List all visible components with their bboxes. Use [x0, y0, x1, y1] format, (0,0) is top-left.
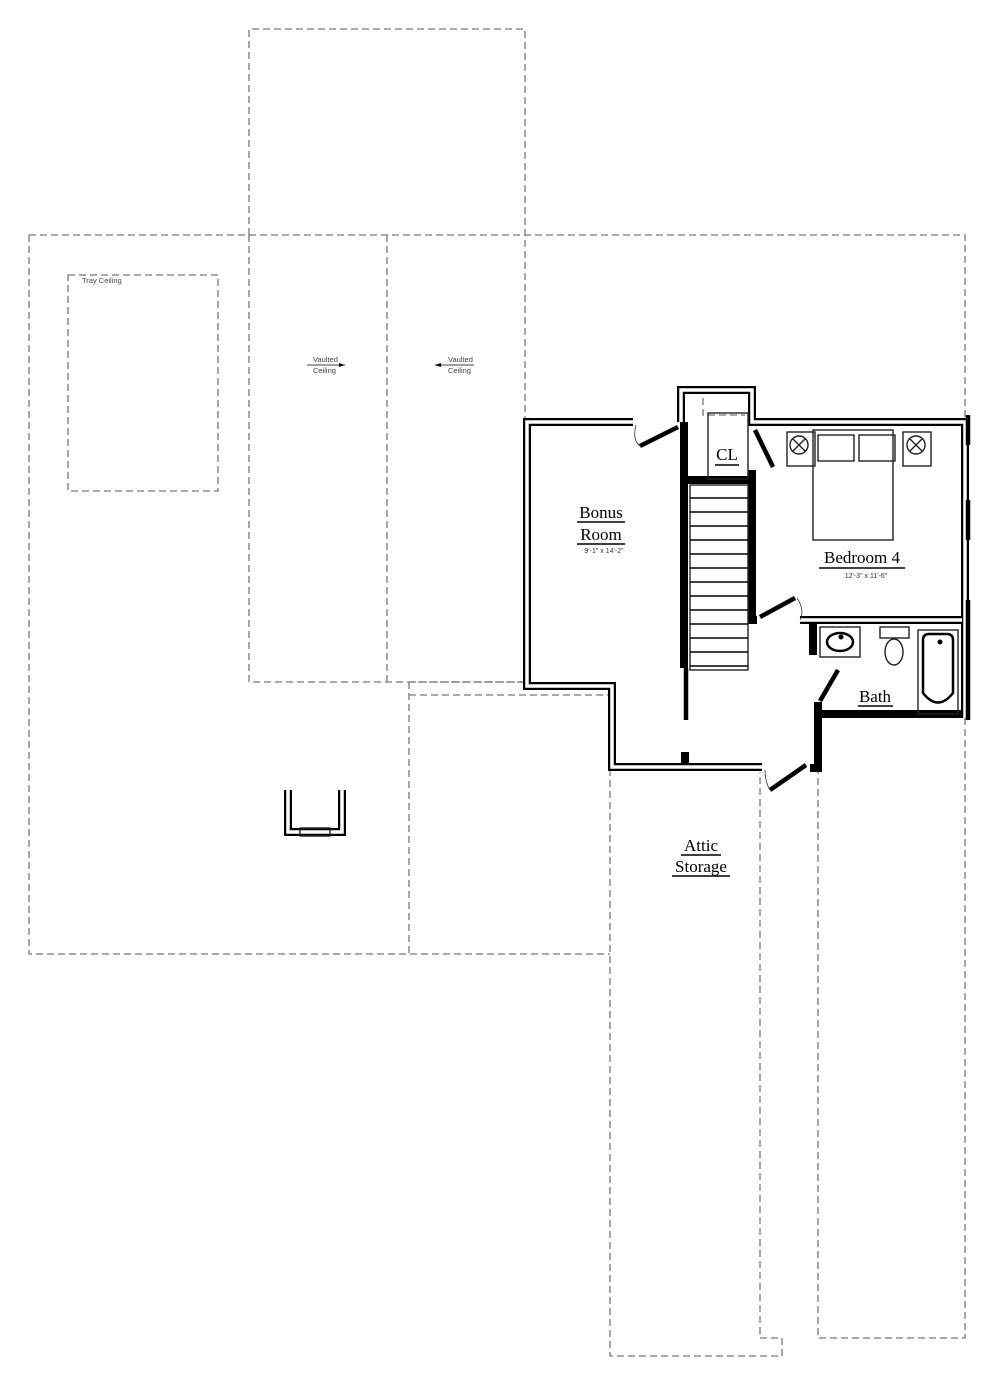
bedroom-4-dims: 12'-3" x 11'-6" [845, 573, 888, 580]
bath-fixtures [819, 626, 959, 715]
walls [523, 386, 971, 772]
lower-floor-outline [28, 28, 966, 1357]
sink-icon [825, 631, 855, 653]
bed [786, 429, 932, 541]
attic-storage-label: Storage [675, 857, 727, 876]
lamp-icon [906, 435, 926, 455]
vaulted-ceiling-note: Ceiling [448, 366, 471, 375]
chimney [284, 790, 346, 837]
bathtub-icon [921, 632, 955, 704]
bonus-room-dims: 9'-1" x 14'-2" [584, 548, 624, 555]
bath-label: Bath [859, 687, 892, 706]
bedroom-4-label: Bedroom 4 [824, 548, 901, 567]
tray-ceiling-outline [67, 274, 219, 492]
vaulted-ceiling-note: Vaulted [448, 355, 473, 364]
lamp-icon [789, 435, 809, 455]
vaulted-ceiling-note: Ceiling [313, 366, 336, 375]
closet-label: CL [716, 445, 738, 464]
vaulted-ceiling-note: Vaulted [313, 355, 338, 364]
toilet-icon [884, 638, 904, 666]
doors [634, 424, 840, 792]
bonus-room-label: Bonus [579, 503, 622, 522]
room-labels: Bonus Room 9'-1" x 14'-2" Bedroom 4 12'-… [82, 276, 905, 877]
attic-storage-label: Attic [684, 836, 718, 855]
tray-ceiling-note: Tray Ceiling [82, 276, 122, 285]
bonus-room-label: Room [580, 525, 622, 544]
stairs[interactable] [689, 484, 749, 671]
